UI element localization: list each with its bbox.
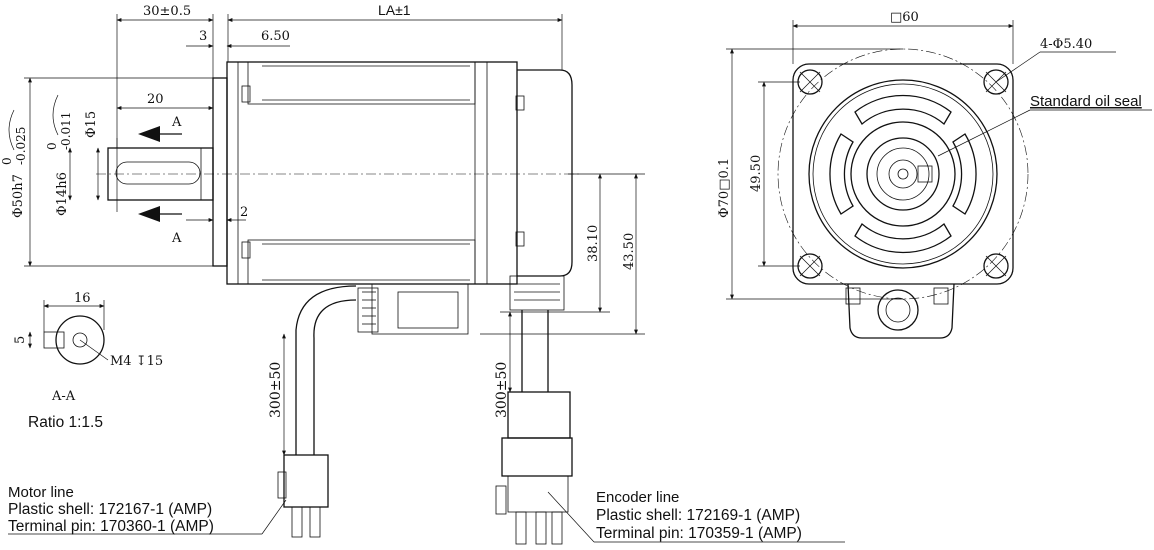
dim-3: 3: [199, 29, 207, 44]
section-mark-bottom: A: [171, 231, 182, 246]
dim-4350: 43.50: [622, 233, 637, 270]
front-view: □60 Φ70□0.1 49.50 4-Φ5.40 Standard oil s…: [717, 10, 1152, 339]
oil-seal: [866, 137, 940, 211]
dim-3810: 38.10: [586, 225, 601, 262]
ratio-label: Ratio 1:1.5: [28, 414, 103, 431]
dim-phi70: Φ70□0.1: [717, 158, 732, 218]
motor-plug: [283, 454, 329, 508]
dim-20: 20: [147, 92, 164, 107]
motor-line-note: Motor line Plastic shell: 172167-1 (AMP)…: [8, 484, 287, 535]
dim-length: LA±1: [378, 2, 411, 18]
encoder-line-note: Encoder line Plastic shell: 172169-1 (AM…: [547, 489, 845, 543]
dim-cable-encoder: 300±50: [494, 362, 510, 418]
mount-hole-tr: [983, 69, 1009, 95]
dim-square: □60: [890, 10, 919, 25]
motor-cable: [295, 285, 357, 455]
section-a-a: 16 5 M4 ↧15 A-A Ratio 1:1.5: [13, 291, 163, 431]
motor-line-title: Motor line: [8, 484, 74, 501]
section-mark-top: A: [171, 115, 182, 130]
dim-key-5: 5: [13, 336, 28, 344]
encoder-plug: [507, 391, 571, 439]
encoder-line-shell: Plastic shell: 172169-1 (AMP): [596, 507, 800, 524]
motor-line-pin: Terminal pin: 170360-1 (AMP): [8, 518, 214, 535]
dim-shaft-step: 30±0.5: [143, 4, 191, 19]
oil-seal-label: Standard oil seal: [1030, 93, 1142, 110]
encoder-line-title: Encoder line: [596, 489, 679, 506]
dim-phi14-tol-upper: 0: [45, 142, 59, 150]
dim-phi15: Φ15: [84, 111, 99, 138]
dim-phi50-tol-upper: 0: [0, 157, 14, 165]
dim-phi50-tol-lower: -0.025: [14, 127, 28, 165]
dim-4950: 49.50: [749, 155, 764, 192]
side-view: 30±0.5 LA±1 3 6.50 20 2 A A Φ50h7 0 -0.0…: [0, 2, 645, 545]
dim-phi50: Φ50h7: [11, 174, 26, 218]
dim-key-16: 16: [74, 291, 91, 306]
encoder-connector-body: [509, 275, 565, 311]
dim-phi14-tol-lower: -0.011: [59, 112, 73, 150]
section-title: A-A: [51, 389, 76, 404]
motor-line-shell: Plastic shell: 172167-1 (AMP): [8, 501, 212, 518]
key-thread: M4 ↧15: [110, 354, 163, 369]
dim-holes: 4-Φ5.40: [1040, 37, 1092, 52]
motor-housing: [226, 61, 518, 285]
motor-connector-body: [371, 283, 469, 335]
dim-650: 6.50: [261, 29, 290, 44]
encoder-line-pin: Terminal pin: 170359-1 (AMP): [596, 525, 802, 542]
mount-hole-br: [983, 253, 1009, 279]
dim-phi14: Φ14h6: [55, 172, 70, 216]
dim-cable-motor: 300±50: [268, 362, 284, 418]
dim-2: 2: [240, 205, 248, 220]
front-flange: [792, 63, 1014, 285]
